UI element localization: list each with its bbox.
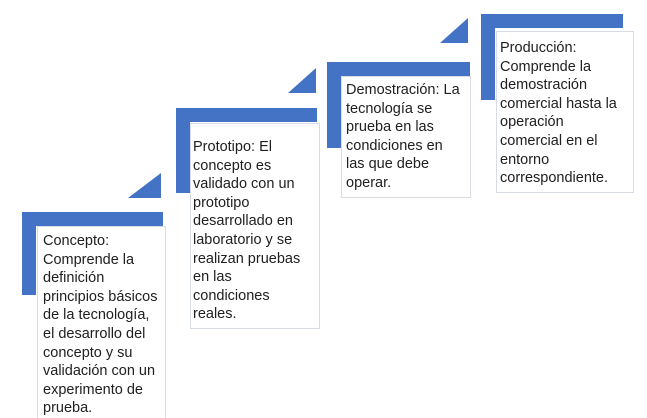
step-concepto-top-bar bbox=[22, 212, 163, 226]
step-concepto-vertical-bar bbox=[22, 212, 36, 295]
step-up-arrow-triangle-icon bbox=[128, 173, 161, 198]
step-produccion-top-bar bbox=[481, 14, 623, 28]
step-prototipo-text: Prototipo: El concepto es validado con u… bbox=[193, 139, 301, 323]
step-demostracion-vertical-bar bbox=[327, 62, 341, 148]
step-up-arrow-triangle-icon bbox=[288, 68, 316, 93]
step-concepto-text: Concepto: Comprende la definición princi… bbox=[43, 233, 158, 417]
step-produccion-text-box: Producción: Comprende la demostración co… bbox=[496, 31, 634, 193]
step-demostracion-text: Demostración: La tecnología se prueba en… bbox=[346, 82, 460, 191]
step-concepto-text-box: Concepto: Comprende la definición princi… bbox=[37, 226, 166, 418]
step-produccion-vertical-bar bbox=[481, 14, 495, 100]
step-demostracion-text-box: Demostración: La tecnología se prueba en… bbox=[341, 76, 471, 198]
step-prototipo-text-box: Prototipo: El concepto es validado con u… bbox=[190, 123, 320, 329]
step-prototipo-vertical-bar bbox=[176, 108, 190, 193]
step-up-arrow-triangle-icon bbox=[440, 18, 468, 43]
step-produccion-text: Producción: Comprende la demostración co… bbox=[500, 40, 617, 187]
step-demostracion-top-bar bbox=[327, 62, 470, 76]
step-prototipo-top-bar bbox=[176, 108, 317, 122]
